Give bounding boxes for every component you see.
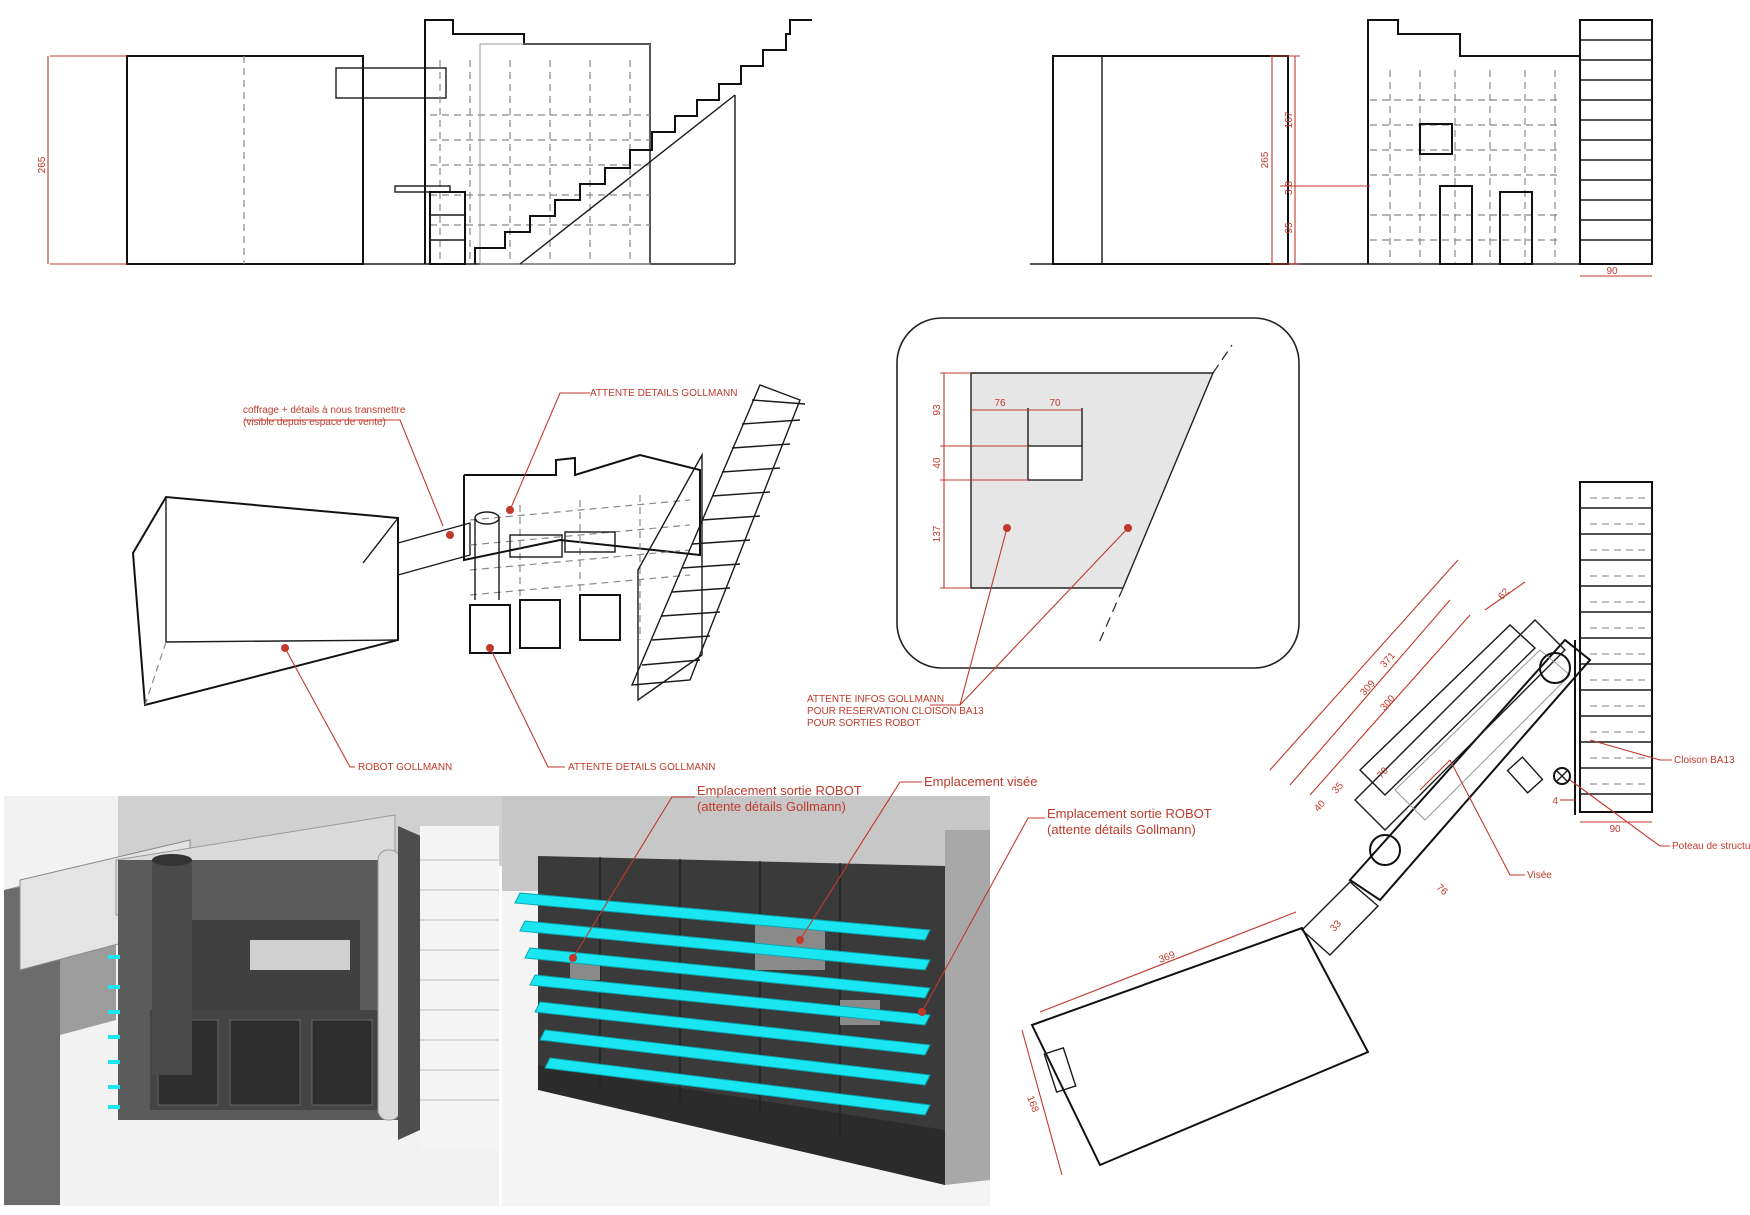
render-left [4,796,503,1206]
dim-76: 76 [994,398,1006,409]
label-poteau: Poteau de structure [1672,841,1750,852]
label-coffrage-2: (visible depuis espace de vente) [243,417,386,428]
staircase-elevation [474,19,812,264]
robot-box-elevation [126,55,364,265]
elevation-right: 265 167 3.8 95 90 [1030,19,1653,277]
cyan-shelves [514,892,931,1116]
duct-column [152,860,192,1075]
stair-plan [1579,481,1653,813]
dim-93: 93 [932,404,943,416]
shelving-grid-right [1370,70,1560,264]
staircase-iso [630,384,806,686]
dim-167: 167 [1284,111,1295,128]
label-sortie-left-1: Emplacement sortie ROBOT [697,783,862,798]
label-coffrage-1: coffrage + détails à nous transmettre [243,405,406,416]
render-right: Emplacement sortie ROBOT (attente détail… [502,774,1212,1206]
dim-40-plan: 40 [1312,798,1328,814]
dim-90-top: 90 [1606,266,1618,277]
plan-robot-box [1030,926,1370,1167]
dim-137: 137 [932,525,943,542]
label-attente-bottom: ATTENTE DETAILS GOLLMANN [568,762,715,773]
plan-robot-unit [1348,638,1592,902]
dim-70: 70 [1049,398,1061,409]
elevation-left: 265 [37,19,812,265]
stair-wall-side [1579,19,1653,265]
label-attente-top: ATTENTE DETAILS GOLLMANN [590,388,737,399]
dim-371: 371 [1378,650,1398,670]
dim-3-8: 3.8 [1284,181,1295,195]
render-left-stairs [420,826,499,1150]
dim-300: 300 [1378,693,1398,713]
dim-309: 309 [1358,678,1378,698]
detail-opening [1027,445,1083,481]
dim-4: 4 [1552,796,1558,807]
label-cloison: Cloison BA13 [1674,755,1735,766]
dim-265-right: 265 [1260,151,1271,168]
dim-70-plan: 70 [1375,765,1391,781]
label-sortie-right-2: (attente détails Gollmann) [1047,822,1196,837]
dim-95: 95 [1284,222,1295,234]
label-sortie-left-2: (attente détails Gollmann) [697,799,846,814]
dim-90-plan: 90 [1609,824,1621,835]
shelving-grid-left [430,60,650,264]
label-infos-2: POUR RESERVATION CLOISON BA13 [807,706,984,717]
label-sortie-right-1: Emplacement sortie ROBOT [1047,806,1212,821]
dim-33: 33 [1328,918,1344,934]
label-visee: Emplacement visée [924,774,1037,789]
dim-76-plan: 76 [1434,882,1450,898]
dim-35: 35 [1330,780,1346,796]
label-infos-3: POUR SORTIES ROBOT [807,718,921,729]
label-visee-plan: Visée [1527,870,1552,881]
robot-box-iso [131,495,399,707]
isometric-view: coffrage + détails à nous transmettre (v… [131,384,806,773]
label-robot: ROBOT GOLLMANN [358,762,452,773]
dim-168: 168 [1024,1094,1040,1114]
dim-369: 369 [1157,949,1177,965]
dim-40: 40 [932,457,943,469]
dim-265-left: 265 [37,156,48,173]
label-infos-1: ATTENTE INFOS GOLLMANN [807,694,944,705]
detail-box: 93 40 137 76 70 ATTENTE INFOS GOLLMANN P… [807,317,1300,729]
